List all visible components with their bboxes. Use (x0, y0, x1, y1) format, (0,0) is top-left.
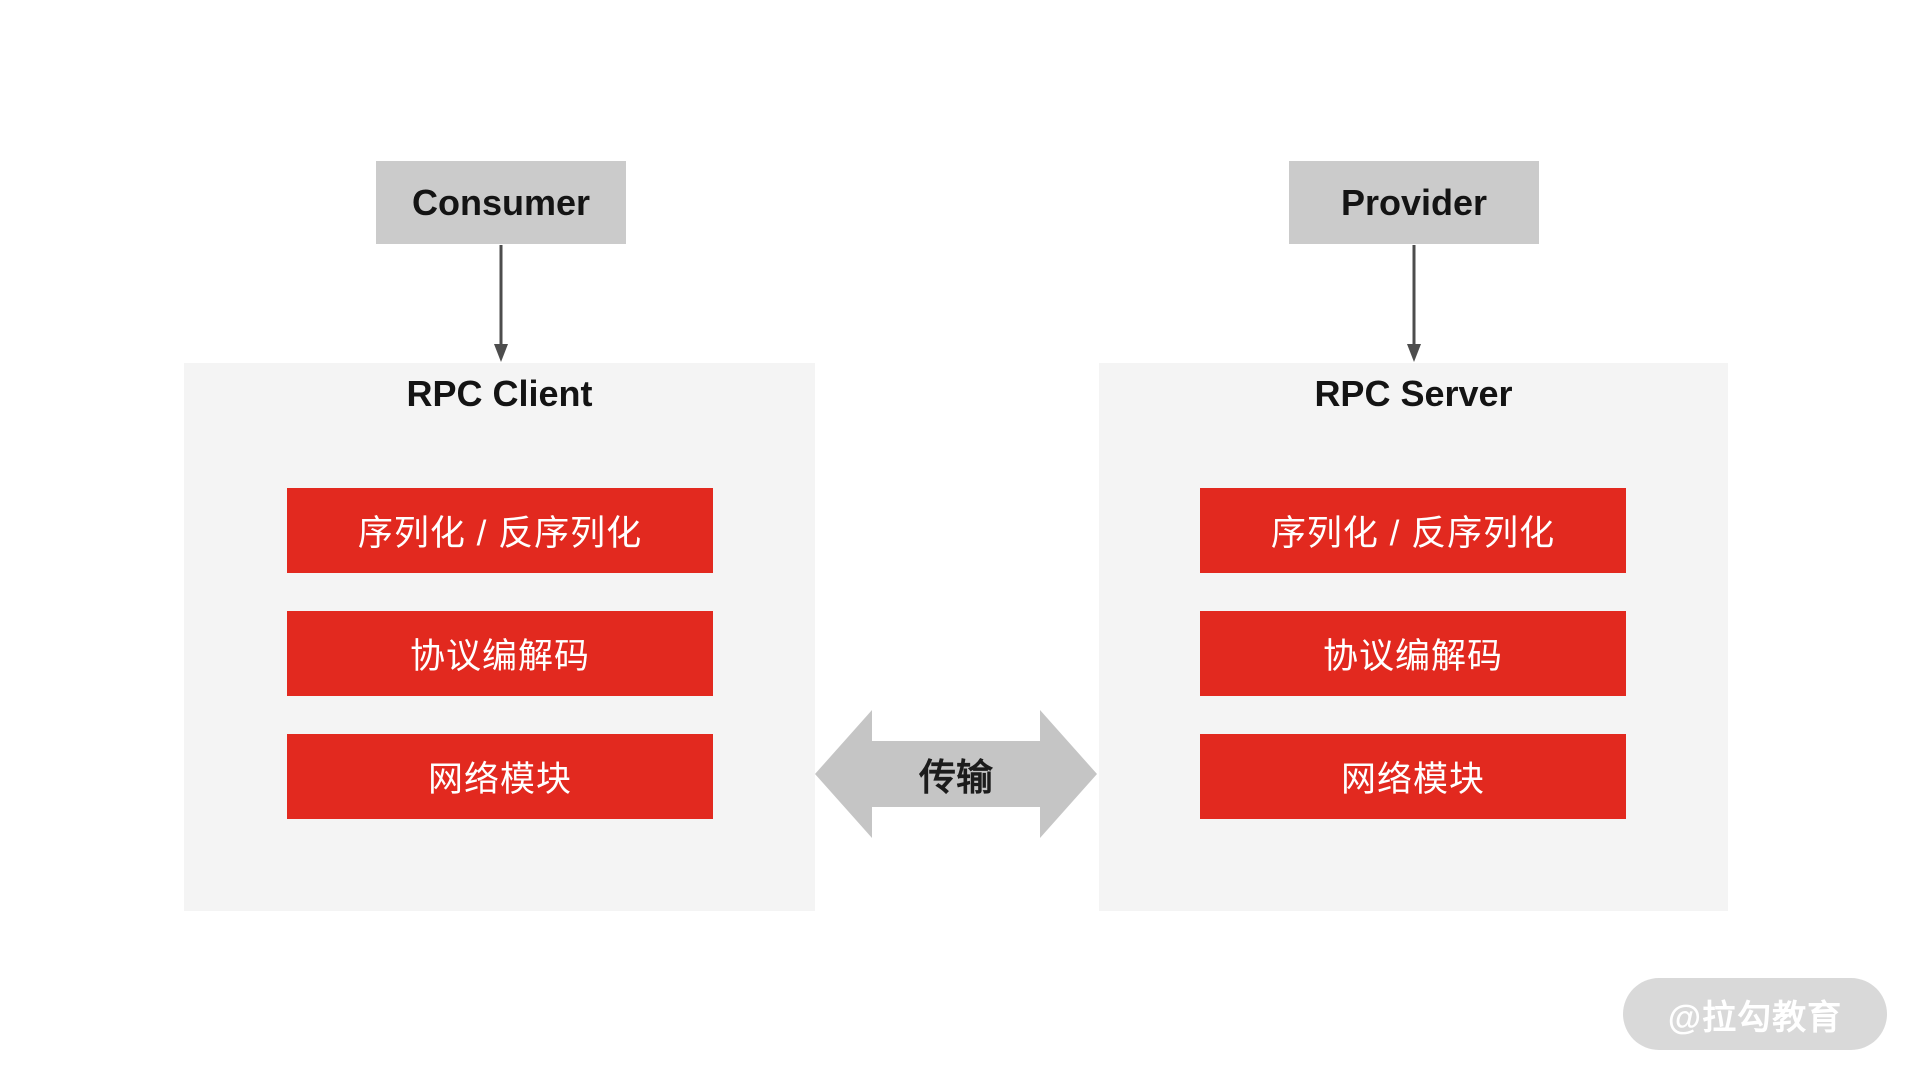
down-arrow-icon (494, 245, 508, 362)
server-module-network: 网络模块 (1200, 734, 1626, 819)
watermark-text: @拉勾教育 (1667, 998, 1843, 1037)
rpc-server-title: RPC Server (1314, 373, 1513, 414)
provider-label: Provider (1340, 181, 1488, 223)
transport-connector: 传输 (815, 710, 1097, 838)
provider-box: Provider (1289, 161, 1539, 244)
client-module-network: 网络模块 (287, 734, 713, 819)
transport-label: 传输 (919, 757, 993, 798)
server-module-serialization: 序列化 / 反序列化 (1200, 488, 1626, 573)
double-arrow-icon (815, 710, 1097, 838)
rpc-client-title: RPC Client (406, 373, 593, 414)
down-arrow-icon (1407, 245, 1421, 362)
server-module-protocol-codec: 协议编解码 (1200, 611, 1626, 696)
client-module-protocol-codec: 协议编解码 (287, 611, 713, 696)
client-module-serialization: 序列化 / 反序列化 (287, 488, 713, 573)
rpc-client-panel: RPC Client 序列化 / 反序列化 协议编解码 网络模块 (184, 363, 815, 911)
rpc-server-panel: RPC Server 序列化 / 反序列化 协议编解码 网络模块 (1099, 363, 1728, 911)
consumer-box: Consumer (376, 161, 626, 244)
consumer-label: Consumer (411, 181, 591, 223)
watermark-badge: @拉勾教育 (1623, 978, 1887, 1050)
